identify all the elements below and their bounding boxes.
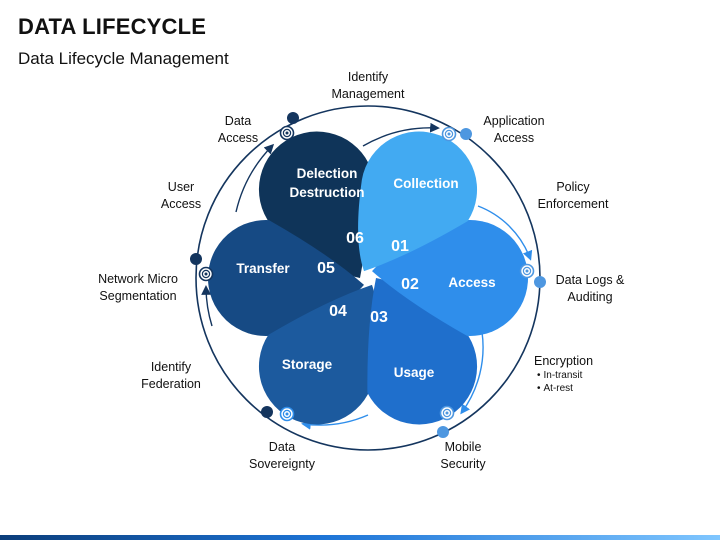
petal-number-collection: 01	[391, 238, 409, 255]
petal-number-destruction: 06	[346, 230, 364, 247]
label-data-logs-auditing: Data Logs &Auditing	[555, 273, 625, 304]
target-icon	[198, 266, 214, 282]
petal-number-transfer: 05	[317, 260, 335, 277]
target-icon	[441, 126, 457, 142]
flow-arrow-right-lower	[460, 331, 484, 415]
petal-number-usage: 03	[370, 309, 388, 326]
ring-node-dot	[437, 426, 449, 438]
encryption-item: In-transit	[537, 369, 593, 382]
petal-destruction	[258, 131, 369, 278]
ring-node-dot	[460, 128, 472, 140]
petal-usage	[367, 278, 478, 425]
badges-layer	[190, 112, 546, 438]
petal-label-access: Access	[448, 275, 495, 290]
flow-arrow-upper-left	[235, 143, 275, 213]
target-icon	[279, 125, 295, 141]
page-title: DATA LIFECYCLE	[18, 14, 207, 39]
ring-node-dot	[261, 406, 273, 418]
target-icon	[439, 405, 455, 421]
ring-node-dot	[534, 276, 546, 288]
target-icon	[279, 406, 295, 422]
petal-label-collection: Collection	[393, 176, 458, 191]
petal-number-storage: 04	[329, 303, 347, 320]
petal-label-usage: Usage	[394, 365, 435, 380]
encryption-item: At-rest	[537, 382, 593, 395]
ring-node-dot	[190, 253, 202, 265]
page-subtitle: Data Lifecycle Management	[18, 49, 229, 68]
petal-collection	[358, 131, 478, 272]
footer-bar	[0, 535, 720, 540]
flow-arrow-bottom	[301, 414, 369, 430]
flow-arrow-top	[362, 122, 440, 147]
flow-arrow-left	[201, 285, 213, 327]
petal-label-storage: Storage	[282, 357, 333, 372]
petal-number-access: 02	[401, 276, 419, 293]
target-icon	[519, 263, 535, 279]
ring-node-dot	[287, 112, 299, 124]
label-encryption: Encryption In-transit At-rest	[534, 353, 593, 395]
petal-storage	[258, 284, 378, 425]
encryption-title: Encryption	[534, 354, 594, 368]
flow-arrow-right-upper	[477, 205, 533, 261]
petal-label-transfer: Transfer	[236, 261, 290, 276]
